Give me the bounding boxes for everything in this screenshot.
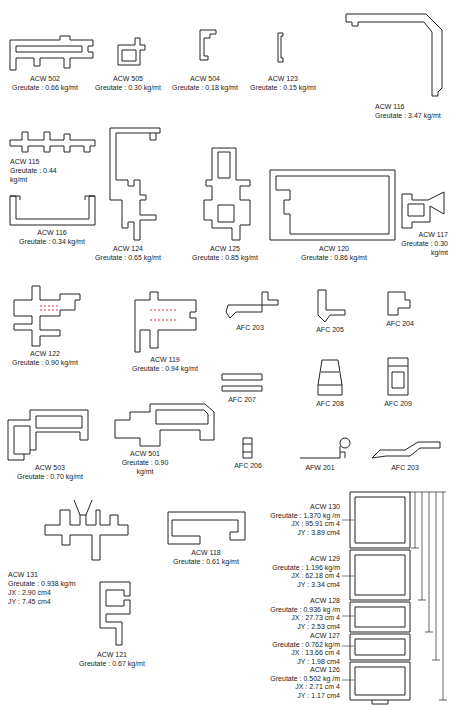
acw-117-profile (402, 192, 444, 228)
part-data: AFC 209 (384, 400, 412, 409)
part-label: ACW 116 (375, 103, 404, 112)
acw-122-profile (14, 286, 80, 346)
part-data: Greutate : 0.90 kg/mt (121, 459, 169, 476)
acw-126-130-stack (342, 492, 447, 704)
part-label: ACW 124 (113, 245, 143, 254)
part-data: Greutate : 0.18 kg/mt (172, 84, 238, 93)
part-data: ACW 128 (310, 597, 340, 606)
part-label: Greutate : 0.762 kg/m (272, 641, 340, 650)
part-label: JY : 1.17 cm4 (297, 692, 340, 701)
part-data: Greutate : 0.85 kg/mt (192, 254, 258, 263)
part-label: Greutate : 0.502 kg /m (270, 675, 340, 684)
part-label: ACW 120 (319, 245, 349, 254)
afc-207-strips (222, 374, 262, 391)
part-label: ACW 117 (419, 231, 448, 240)
part-label: ACW 505 (113, 75, 143, 84)
part-data: ACW 126 (310, 666, 340, 675)
part-label: ACW 502 (30, 75, 60, 84)
afc-203-seal (372, 442, 440, 458)
part-label: Greutate : 1.196 kg/m (272, 564, 340, 573)
acw-123-profile (278, 33, 283, 62)
afc-209-seal (388, 358, 408, 395)
acw-115-profile (10, 132, 95, 152)
part-data: Greutate : 0.86 kg/mt (301, 254, 367, 263)
part-data: Greutate : 0.30 kg/mt (95, 84, 161, 93)
afc-203-seal (226, 292, 278, 318)
part-label: Greutate : 1.370 kg /m (270, 512, 340, 521)
part-label: AFC 204 (386, 320, 414, 329)
part-label: Greutate : 0.67 kg/mt (79, 660, 145, 669)
part-data: ACW 121 (97, 651, 127, 660)
part-data: ACW 118 (191, 549, 220, 558)
part-label: Greutate : 0.936 kg /m (270, 606, 340, 615)
part-label: Greutate : 0.61 kg/mt (173, 558, 239, 567)
part-data: Greutate : 0.90 kg/mt (12, 359, 78, 368)
part-data: Greutate : 0.15 kg/mt (250, 84, 316, 93)
part-label: JY : 7.45 cm4 (8, 598, 51, 607)
afw-201-seal (300, 438, 350, 458)
afc-205-seal (318, 290, 345, 322)
acw-118-profile (168, 512, 245, 544)
acw-505-profile (118, 38, 145, 65)
part-label: ACW 119 (150, 356, 179, 365)
acw-119-profile (135, 292, 196, 352)
afc-204-seal (388, 292, 410, 315)
acw-125-profile (204, 148, 250, 240)
part-label: ACW 123 (268, 75, 298, 84)
part-label: ACW 122 (30, 350, 60, 359)
part-data: JX : 27.73 cm 4 (291, 614, 340, 623)
part-label: ACW 501 (130, 450, 160, 459)
part-data: Greutate : 0.65 kg/mt (95, 254, 161, 263)
acw-504-profile (200, 30, 216, 60)
part-data: JX : 13.66 cm 4 (291, 649, 340, 658)
part-data: ACW 129 (310, 555, 340, 564)
acw-502-profile (10, 36, 93, 70)
acw-116-channel-profile (10, 196, 95, 225)
part-label: AFC 206 (234, 462, 262, 471)
part-label: AFC 203 (236, 324, 264, 333)
part-data: Greutate : 0.30 kg/mt (396, 240, 448, 257)
part-data: AFC 205 (316, 326, 344, 335)
acw-124-profile (110, 128, 160, 240)
part-data: Greutate : 0.34 kg/mt (19, 238, 85, 247)
part-label: ACW 503 (35, 464, 65, 473)
part-data: Greutate : 0.94 kg/mt (132, 365, 198, 374)
part-label: ACW 504 (190, 75, 220, 84)
part-data: AFC 207 (228, 396, 256, 405)
part-label: AFC 208 (316, 400, 344, 409)
part-data: Greutate : 0.44 kg/mt (10, 167, 62, 184)
part-data: Greutate : 0.70 kg/mt (17, 473, 83, 482)
part-data: AFW 201 (305, 464, 334, 473)
part-label: JY : 3.34 cm4 (297, 581, 340, 590)
acw-121-profile (100, 582, 130, 645)
part-label: JY : 3.89 cm4 (297, 529, 340, 538)
acw-503-profile (8, 410, 88, 460)
part-data: Greutate : 3.47 kg/mt (375, 112, 441, 121)
part-data: Greutate : 0.66 kg/mt (12, 84, 78, 93)
part-label: AFC 203 (391, 464, 419, 473)
part-label: JY : 1.98 cm4 (297, 658, 340, 667)
acw-131-profile (45, 500, 128, 560)
afc-208-seal (318, 360, 342, 395)
acw-120-profile (270, 170, 395, 240)
part-label: Greutate : 0.938 kg/m (8, 580, 76, 589)
part-data: JX : 2.90 cm4 (8, 589, 51, 598)
acw-501-profile (115, 404, 214, 446)
part-data: JX : 62.18 cm 4 (291, 572, 340, 581)
part-data: JX : 95.91 cm 4 (291, 520, 340, 529)
part-data: ACW 127 (310, 632, 340, 641)
part-data: JX : 2.71 cm 4 (295, 683, 340, 692)
afc-206-seal (243, 438, 252, 458)
part-label: ACW 125 (210, 245, 240, 254)
acw-116-corner-profile (346, 14, 442, 96)
part-data: ACW 131 (8, 571, 38, 580)
part-label: JY : 2.53 cm4 (297, 623, 340, 632)
part-label: ACW 115 (10, 158, 39, 167)
part-data: ACW 130 (310, 503, 340, 512)
part-label: ACW 116 (37, 229, 66, 238)
